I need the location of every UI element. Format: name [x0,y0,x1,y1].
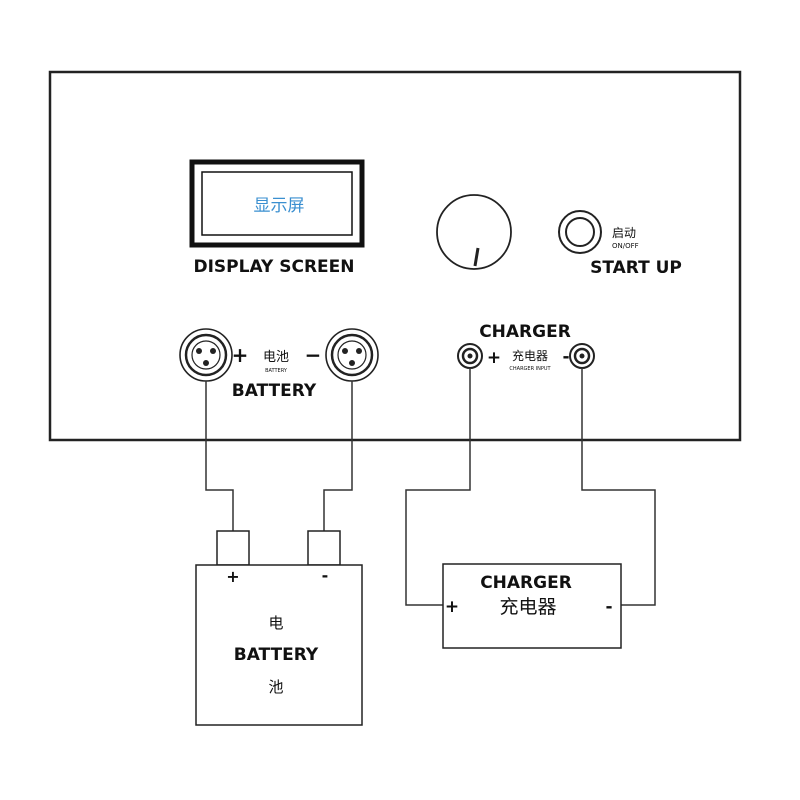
display-screen-label: DISPLAY SCREEN [194,257,355,277]
battery-box-char-top: 电 [268,614,283,632]
battery-box-plus: + [226,567,239,586]
charger-box-cn-label: 充电器 [499,596,556,618]
battery-port-label: BATTERY [232,381,317,401]
charger-port-small-label: CHARGER INPUT [509,366,551,372]
display-screen-text: 显示屏 [254,196,305,216]
battery-port-plus: + [232,343,249,367]
charger-box [442,563,622,649]
battery-connector-positive[interactable] [179,328,233,382]
charger-positive-wire [405,368,471,606]
battery-terminal-negative [307,530,341,566]
charger-box-minus: - [605,597,612,617]
battery-negative-wire [323,381,353,531]
charger-terminal-negative[interactable] [569,343,595,369]
device-panel [48,70,742,442]
charger-port-cn-label: 充电器 [512,348,548,363]
charger-box-plus: + [445,597,459,617]
battery-port-cn-label: 电池 [263,350,289,365]
battery-connector-negative[interactable] [325,328,379,382]
battery-box [195,530,363,726]
charger-terminal-positive[interactable] [457,343,483,369]
start-up-label: START UP [590,258,682,278]
control-knob[interactable] [436,194,512,270]
charger-port-minus: - [562,347,569,367]
battery-terminal-positive [216,530,250,566]
start-up-cn-label: 启动 [612,226,636,240]
battery-port-minus: − [305,343,322,367]
charger-port-title: CHARGER [479,322,571,342]
battery-positive-wire [205,381,234,531]
charger-box-label: CHARGER [480,573,572,593]
battery-box-char-bottom: 池 [268,678,283,696]
start-up-button[interactable] [558,210,602,254]
charger-port-plus: + [487,348,501,368]
start-up-onoff-label: ON/OFF [612,242,639,250]
battery-box-minus: - [322,566,329,585]
battery-box-label: BATTERY [234,645,319,665]
battery-port-small-label: BATTERY [265,368,288,374]
charger-negative-wire [581,368,656,606]
display-screen: 显示屏 [189,159,365,248]
